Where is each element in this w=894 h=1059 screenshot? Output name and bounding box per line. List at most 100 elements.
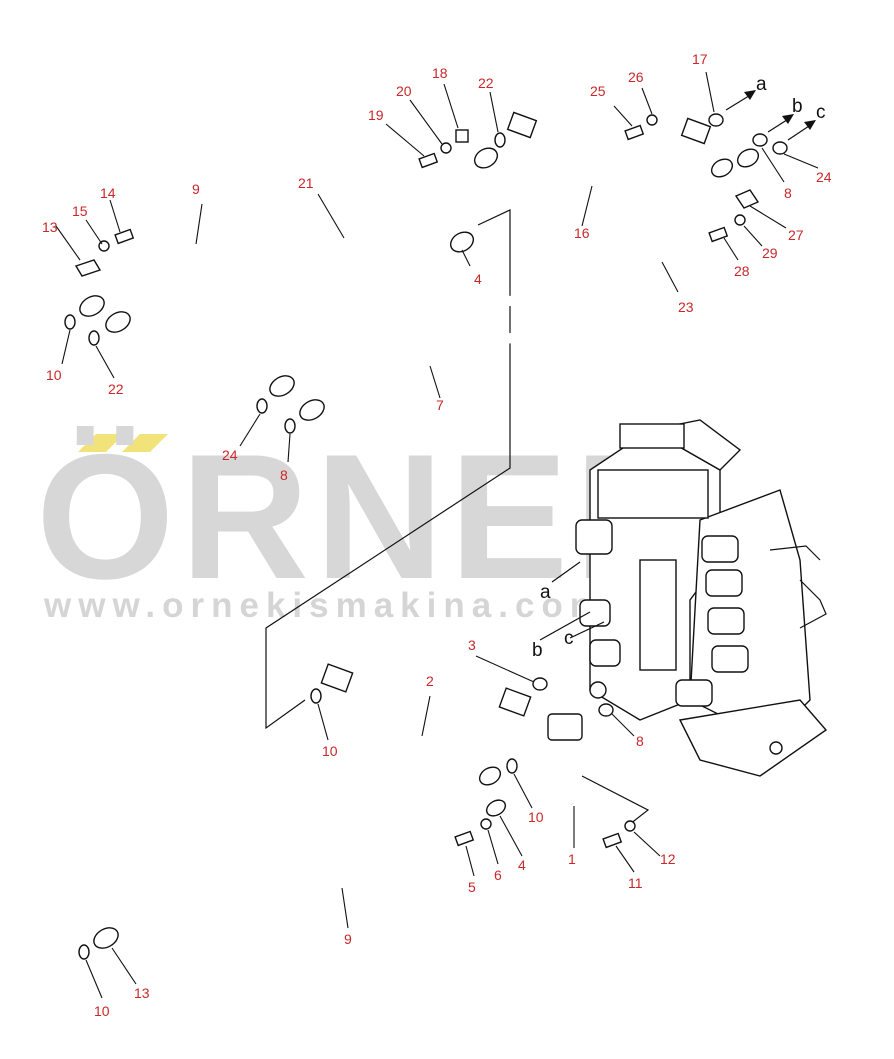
callout-16: 16 [574,225,590,241]
valve-base-plate [678,699,828,777]
small-parts [64,113,788,960]
callout-12: 12 [660,851,676,867]
leader-24-top [783,153,819,169]
callout-13-upper: 13 [42,219,58,235]
callout-22-left: 22 [108,381,124,397]
callout-23: 23 [678,299,694,315]
o-ring-10-upper [64,314,76,330]
leader-29 [743,225,763,247]
callout-5: 5 [468,879,476,895]
callout-29: 29 [762,245,778,261]
flange-21-right [473,147,499,169]
hose-9-lower-body [104,778,494,940]
port-letter-a-top: a [756,74,767,95]
callout-10-mid: 10 [322,743,338,759]
callout-labels: 13 15 14 9 21 19 20 18 22 4 10 22 24 8 7… [42,51,832,1019]
leader-13-lower [111,947,137,985]
base-bolt [769,741,783,755]
control-valve-assembly [575,419,828,777]
callout-22-top: 22 [478,75,494,91]
callout-10-upper: 10 [46,367,62,383]
flange-21-left [105,311,131,333]
leader-20 [409,99,443,145]
solenoid-2 [705,569,743,597]
valve-c-leader [569,621,605,639]
leader-13-upper [55,225,81,261]
leader-23 [661,261,679,293]
valve-top-block [619,423,685,449]
flange-13-lower [93,927,119,949]
callout-24-left: 24 [222,447,238,463]
callout-4-upper: 4 [474,271,482,287]
callout-10-bottom: 10 [94,1003,110,1019]
washer-12 [624,820,636,832]
clamp-18 [455,129,469,143]
valve-spool-bank [639,559,677,671]
o-ring-10-bottom [78,944,90,960]
callout-8-left: 8 [280,467,288,483]
callout-27: 27 [788,227,804,243]
callout-14: 14 [100,185,116,201]
flange-9-left [79,295,105,317]
leader-28 [723,237,739,261]
leader-8-left [287,433,291,463]
port-letter-b-top: b [792,96,803,117]
side-pipe [769,545,821,561]
flange-23-left [299,399,325,421]
callout-3: 3 [468,637,476,653]
tube-1-body [541,726,575,809]
hose-9-lower [107,781,491,937]
leader-21 [317,193,345,239]
frame-line [265,209,511,730]
leader-16 [581,185,593,227]
clamp-4-lower [485,799,507,817]
o-ring-10-mid [310,688,322,704]
hose-23-body [309,153,747,413]
bolt-25 [624,124,645,141]
washer-26 [646,114,658,126]
leader-10-upper [61,329,71,365]
flange-16-right [680,117,712,145]
leader-8-top [761,147,785,183]
bolt-5 [454,830,475,847]
tube-1-leader-frame [581,775,650,825]
leader-10-bottom [85,959,103,999]
leader-26 [641,87,653,115]
hose-7-body [279,163,725,389]
flange-9-lower-right [478,766,502,786]
flange-7-right [710,158,734,178]
callout-9-lower: 9 [344,931,352,947]
leader-22-left [95,345,115,379]
valve-fitting [589,681,607,699]
callout-26: 26 [628,69,644,85]
o-ring-22-top [494,132,506,148]
valve-a-leader [551,561,581,583]
callout-18: 18 [432,65,448,81]
arrow-b-head [782,114,794,124]
leader-3 [475,655,535,683]
leader-lines [55,71,819,999]
leader-10-mid [317,703,329,741]
leader-24-left [239,413,261,447]
flange-7-left [269,375,295,397]
valve-port-a [575,519,613,555]
valve-port-b [579,599,611,627]
leader-14 [109,199,121,233]
valve-port-c [589,639,621,667]
o-ring-22-left [88,330,100,346]
callout-28: 28 [734,263,750,279]
washer-29 [734,214,746,226]
washer-20 [440,142,452,154]
leader-25 [613,105,633,127]
assembly-frame [265,209,511,730]
leader-7 [429,365,441,399]
callout-1: 1 [568,851,576,867]
callout-19: 19 [368,107,384,123]
leader-8-valve [611,713,635,737]
callout-8-valve: 8 [636,733,644,749]
tube-2-group [320,663,532,747]
callout-24-top: 24 [816,169,832,185]
port-letter-labels: a b c a b c [532,74,826,661]
leader-12 [633,831,661,857]
solenoid-4 [711,645,749,673]
